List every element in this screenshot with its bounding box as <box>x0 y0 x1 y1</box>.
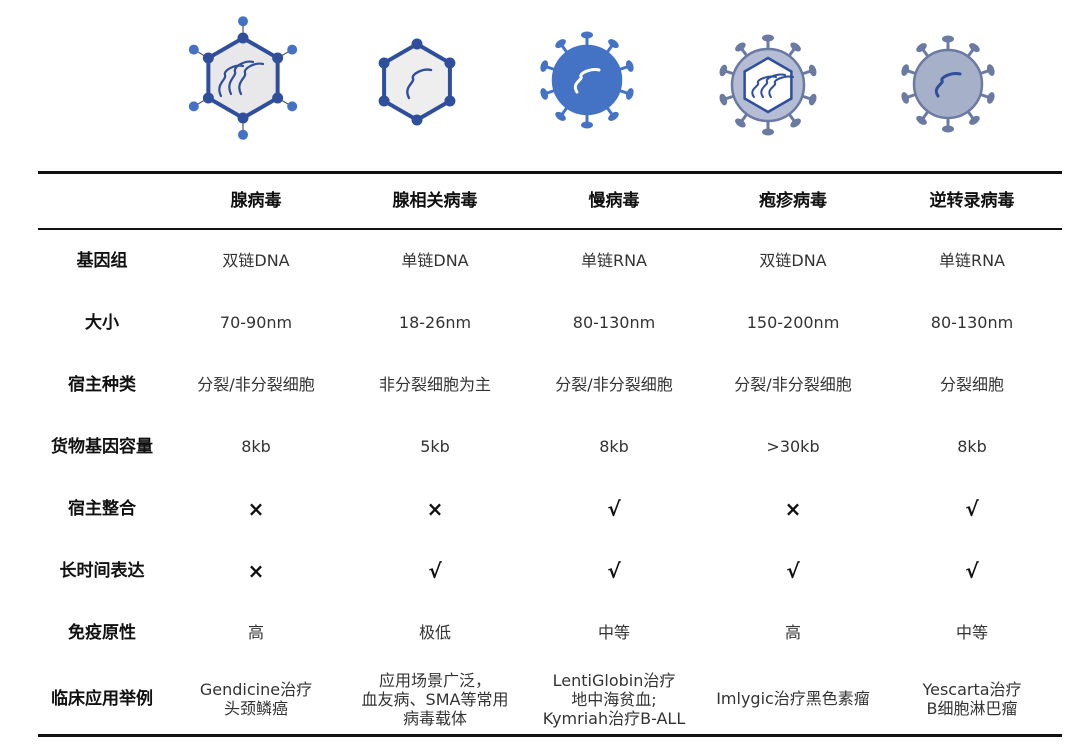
table-cell: LentiGlobin治疗 地中海贫血; Kymriah治疗B-ALL <box>542 670 686 728</box>
lentivirus-icon <box>540 31 634 129</box>
column-header: 疱疹病毒 <box>759 191 827 211</box>
table-cell: × <box>784 497 802 521</box>
table-cell: 单链DNA <box>401 251 469 270</box>
table-bottom-rule <box>38 734 1062 737</box>
table-cell: 分裂细胞 <box>939 375 1004 394</box>
row-label: 大小 <box>85 313 119 333</box>
table-cell: √ <box>965 559 979 583</box>
column-header: 腺相关病毒 <box>392 191 478 211</box>
aav-icon <box>378 38 456 126</box>
table-cell: 双链DNA <box>222 251 290 270</box>
adenovirus-icon <box>188 16 298 140</box>
table-cell: Gendicine治疗 头颈鳞癌 <box>199 680 313 718</box>
table-cell: × <box>247 559 265 583</box>
table-cell: 非分裂细胞为主 <box>378 375 491 394</box>
table-cell: 高 <box>247 623 264 642</box>
table-cell: √ <box>607 497 621 521</box>
table-cell: √ <box>965 497 979 521</box>
table-cell: √ <box>428 559 442 583</box>
table-cell: >30kb <box>766 437 820 456</box>
table-cell: 80-130nm <box>572 313 656 332</box>
table-header-rule <box>38 228 1062 230</box>
table-cell: 中等 <box>955 623 988 642</box>
virus-icons-row <box>0 0 1080 170</box>
row-label: 货物基因容量 <box>51 437 153 457</box>
table-cell: 70-90nm <box>219 313 293 332</box>
table-cell: 分裂/非分裂细胞 <box>555 375 673 394</box>
row-label: 宿主种类 <box>68 375 136 395</box>
table-cell: 8kb <box>957 437 987 456</box>
table-cell: 80-130nm <box>930 313 1014 332</box>
table-cell: × <box>247 497 265 521</box>
herpesvirus-icon <box>719 34 817 136</box>
row-label: 宿主整合 <box>68 499 136 519</box>
table-cell: √ <box>607 559 621 583</box>
table-cell: 8kb <box>241 437 271 456</box>
table-cell: 分裂/非分裂细胞 <box>734 375 852 394</box>
table-cell: 高 <box>784 623 801 642</box>
column-header: 逆转录病毒 <box>929 191 1015 211</box>
table-cell: 单链RNA <box>580 251 648 270</box>
table-cell: Imlygic治疗黑色素瘤 <box>716 689 870 708</box>
table-cell: 单链RNA <box>938 251 1006 270</box>
table-cell: 中等 <box>597 623 630 642</box>
row-label: 长时间表达 <box>59 561 145 581</box>
table-cell: × <box>426 497 444 521</box>
table-cell: 双链DNA <box>759 251 827 270</box>
table-cell: 5kb <box>420 437 450 456</box>
table-cell: 18-26nm <box>398 313 472 332</box>
column-header: 腺病毒 <box>230 191 282 211</box>
table-cell: 150-200nm <box>746 313 840 332</box>
table-cell: 极低 <box>418 623 451 642</box>
row-label: 免疫原性 <box>68 623 136 643</box>
retrovirus-icon <box>901 35 995 133</box>
table-cell: √ <box>786 559 800 583</box>
table-cell: Yescarta治疗 B细胞淋巴瘤 <box>922 680 1022 718</box>
row-label: 基因组 <box>76 251 128 271</box>
column-header: 慢病毒 <box>588 191 640 211</box>
table-cell: 分裂/非分裂细胞 <box>197 375 315 394</box>
table-cell: 应用场景广泛， 血友病、SMA等常用 病毒载体 <box>361 670 509 728</box>
table-cell: 8kb <box>599 437 629 456</box>
row-label: 临床应用举例 <box>51 689 153 709</box>
table-top-rule <box>38 171 1062 174</box>
